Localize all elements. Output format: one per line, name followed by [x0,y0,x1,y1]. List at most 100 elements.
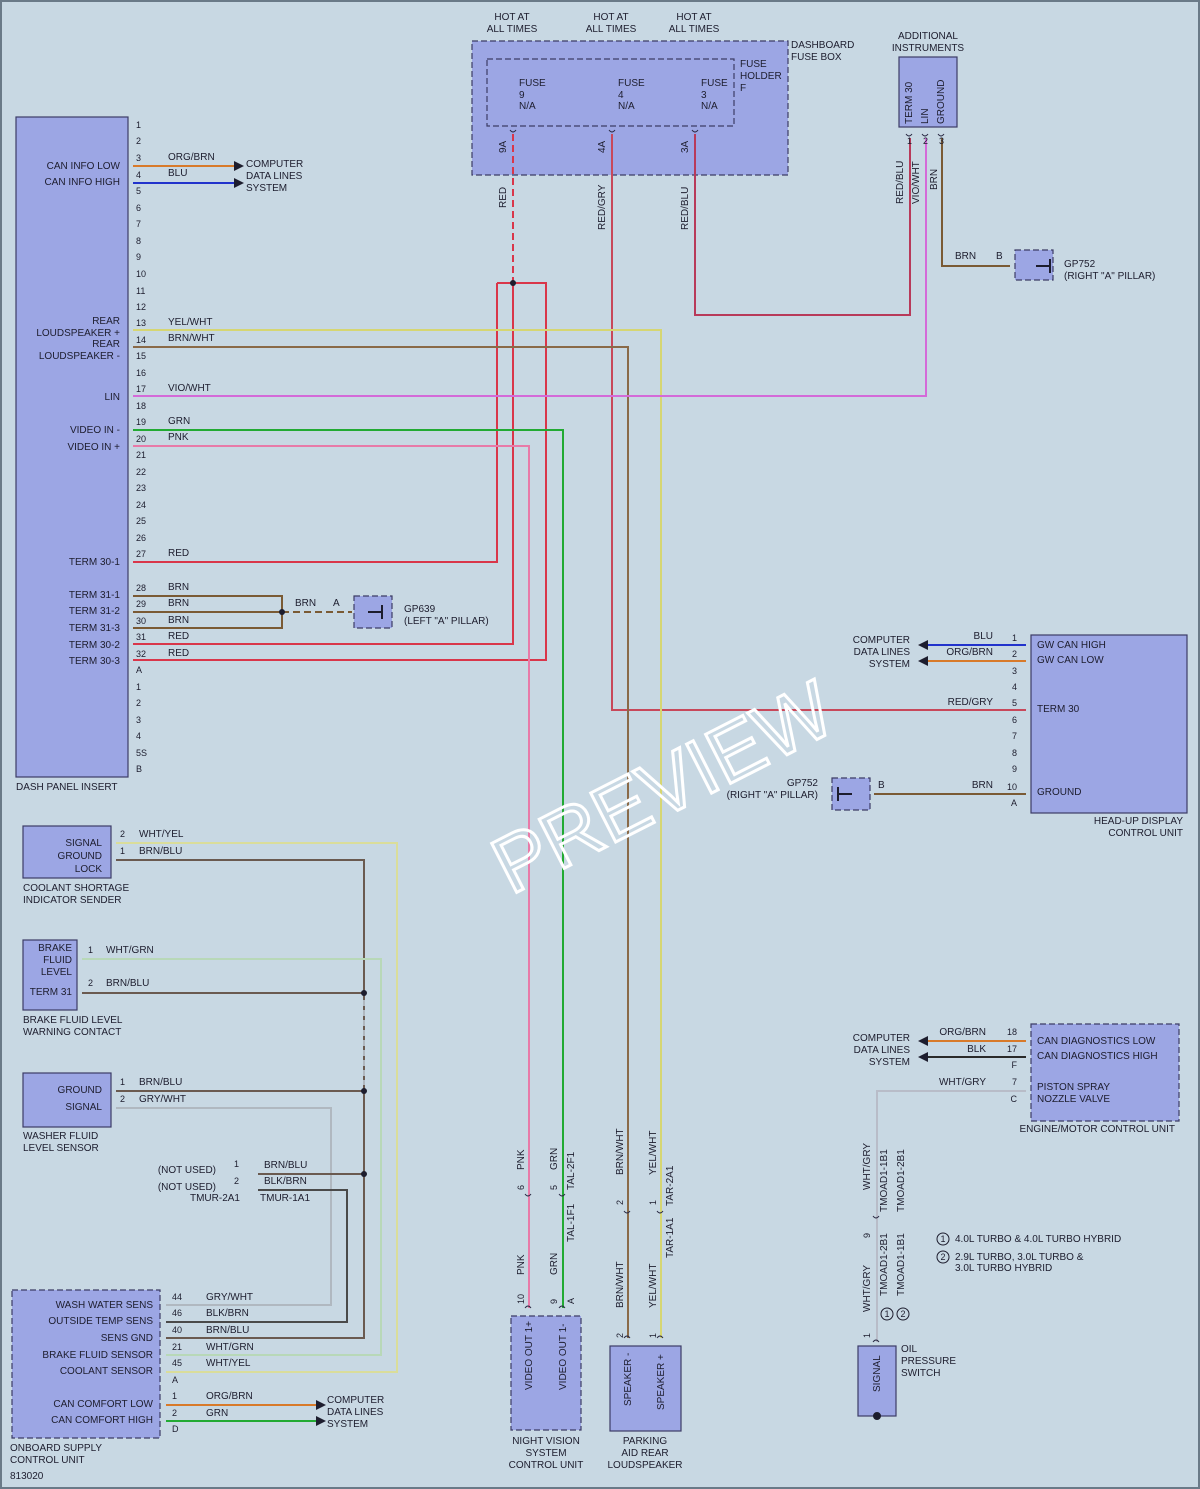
dash-term30-1: TERM 30-1 [69,557,121,568]
onboard-wire-4: WHT/YEL [206,1358,251,1369]
washer-wire-2: GRY/WHT [139,1094,186,1105]
ps-pin-1-top: 1 [648,1200,658,1205]
nv-pin-9: 9 [549,1299,559,1304]
dash-term31-3: TERM 31-3 [69,623,121,634]
wire-fuse4-redgry [611,134,1026,711]
wire-brnwht-14 [133,346,629,1338]
dash-pin-28: 29 [136,599,146,609]
dash-name: DASH PANEL INSERT [16,782,118,793]
hud-term30: TERM 30 [1037,704,1080,715]
dash-wire-w29: BRN [168,598,189,609]
dash-can-low: CAN INFO LOW [47,161,121,172]
instr-pin-num-2: 3 [939,136,944,146]
coolant-pin-2: 2 [120,829,125,839]
hud-wire-2: ORG/BRN [946,647,993,658]
dash-pin-35: 3 [136,715,141,725]
onboard-pin-1: 46 [172,1308,182,1318]
brake-pin-2: 2 [88,978,93,988]
dash-pin-16: 17 [136,384,146,394]
fuse-wire-1: RED [498,187,509,208]
fuse-term-3: 3A [680,140,691,153]
dash-term31-2: TERM 31-2 [69,606,121,617]
dash-pin-17: 18 [136,401,146,411]
dash-pin-36: 4 [136,731,141,741]
oil-pin: 1 [862,1333,872,1338]
hud-pin-2: 3 [1012,666,1017,676]
nv-upper-pin-5: 5 [549,1185,559,1190]
dash-can-high: CAN INFO HIGH [44,177,120,188]
brake-contact-box [22,939,78,1011]
dash-wire-w32: RED [168,648,189,659]
ps-pin-1: 1 [648,1333,658,1338]
fuse-label-0: FUSE [519,78,546,89]
instr-pin-label-1: LIN [920,108,931,124]
oil-wire-bot: WHT/GRY [862,1265,873,1312]
hud-pin-8: 9 [1012,764,1017,774]
ps-tar-2a1: TAR-2A1 [665,1165,676,1206]
oil-mark-0: 1 [884,1309,889,1319]
parking-speaker-box [609,1345,682,1432]
wire-grn-19 [133,429,564,1308]
tmur-name-1: TMUR-2A1 [190,1193,240,1204]
onboard-label-5: CAN COMFORT LOW [53,1399,153,1410]
wire-brnblu-coolant [116,859,365,1339]
dash-pin-11: 12 [136,302,146,312]
dash-pin-34: 2 [136,698,141,708]
hud-wire-5: RED/GRY [948,697,994,708]
onboard-wire-0: GRY/WHT [206,1292,253,1303]
onboard-pin-6: 1 [172,1391,177,1401]
hud-wire-10: BRN [972,780,993,791]
nv-label-1: VIDEO OUT 1+ [524,1321,535,1390]
instr-pin-label-2: GROUND [936,80,947,124]
onboard-label-4: COOLANT SENSOR [60,1366,153,1377]
fuse-num-2: 3 [701,90,707,101]
dash-pin-31: 32 [136,649,146,659]
dash-term31-1: TERM 31-1 [69,590,121,601]
engine-pin-3: 7 [1012,1077,1017,1087]
instr-wire-2: BRN [929,169,940,190]
dash-pin-22: 23 [136,483,146,493]
oil-conn-top-1: TMOAD1-1B1 [879,1149,890,1212]
nv-label-2: VIDEO OUT 1- [558,1324,569,1391]
onboard-wire-3: WHT/GRN [206,1342,254,1353]
dash-wire-w17: VIO/WHT [168,383,211,394]
coolant-wire-1: WHT/YEL [139,829,184,840]
engine-wire-1: BLK [967,1044,986,1055]
dash-wire-w13: YEL/WHT [168,317,212,328]
ps-wire-yel-bot: YEL/WHT [648,1264,659,1308]
gp639-pin: A [333,598,340,609]
nv-wire-pnk-bot: PNK [516,1254,527,1275]
dash-pin-10: 11 [136,286,145,296]
fuse-label-2: FUSE [701,78,728,89]
dash-pin-33: 1 [136,682,141,692]
hud-pin-5: 6 [1012,715,1017,725]
instr-pin-label-0: TERM 30 [904,81,915,124]
fuse-holder-f [486,58,735,127]
ps-pin-2-top: 2 [615,1200,625,1205]
dash-pin-1: 2 [136,136,141,146]
dash-video-plus: VIDEO IN + [67,442,120,453]
dash-pin-13: 14 [136,335,146,345]
oil-wire-top: WHT/GRY [862,1143,873,1190]
connector-marks [509,129,945,1343]
gp752-top-wire: BRN [955,251,976,262]
dash-pin-18: 19 [136,417,146,427]
dash-wire-w30: BRN [168,615,189,626]
brake-wire-2: BRN/BLU [106,978,149,989]
engine-can-low: CAN DIAGNOSTICS LOW [1037,1036,1156,1047]
onboard-pin-3: 21 [172,1342,182,1352]
onboard-pin-2: 40 [172,1325,182,1335]
fuse-wire-2: RED/GRY [597,184,608,230]
dash-video-minus: VIDEO IN - [70,425,120,436]
coolant-wire-2: BRN/BLU [139,846,182,857]
wire-whtyel-coolant [116,842,398,1373]
